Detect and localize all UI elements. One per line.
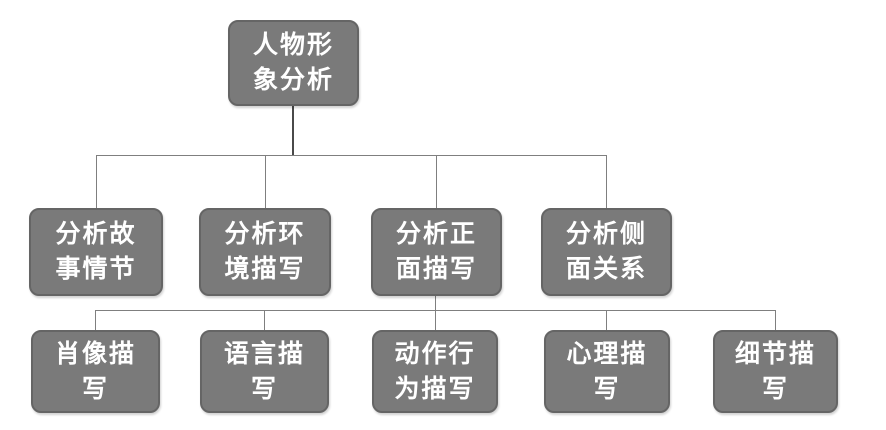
node-label-line: 面关系: [565, 255, 647, 283]
connector-level2-drop-2: [265, 155, 266, 208]
node-label-line: 分析侧: [565, 220, 647, 248]
node-label-line: 语言描: [223, 339, 305, 368]
node-label-line: 分析故: [55, 220, 137, 248]
node-label-line: 肖像描: [54, 339, 136, 368]
connector-level2-drop-4: [606, 155, 607, 208]
node-label-line: 写: [761, 374, 789, 403]
node-label-line: 心理描: [566, 339, 648, 368]
node-analyze-environment: 分析环 境描写: [199, 208, 331, 296]
node-label-line: 写: [81, 374, 109, 403]
node-label-line: 面描写: [395, 255, 477, 283]
node-portrait-description: 肖像描 写: [31, 330, 160, 413]
node-root: 人物形 象分析: [228, 20, 359, 106]
node-detail-description: 细节描 写: [713, 330, 838, 413]
node-label-line: 写: [250, 374, 278, 403]
node-analyze-indirect-relation: 分析侧 面关系: [541, 208, 672, 296]
node-analyze-plot: 分析故 事情节: [29, 208, 163, 296]
node-label-line: 为描写: [394, 374, 476, 403]
node-language-description: 语言描 写: [200, 330, 329, 413]
node-label-line: 分析环: [224, 220, 306, 248]
connector-level2-drop-3: [436, 155, 437, 208]
connector-level3-drop-4: [606, 310, 607, 330]
connector-level3-stem: [435, 296, 436, 330]
node-label-line: 境描写: [224, 255, 306, 283]
connector-level3-drop-1: [95, 310, 96, 330]
node-action-description: 动作行 为描写: [372, 330, 498, 413]
connector-level2-rail: [96, 155, 607, 156]
connector-level3-rail: [95, 310, 776, 311]
node-label-line: 事情节: [55, 255, 137, 283]
connector-level3-drop-2: [264, 310, 265, 330]
node-label-line: 分析正: [395, 220, 477, 248]
node-label-line: 写: [593, 374, 621, 403]
node-root-line1: 人物形: [252, 31, 334, 59]
node-root-line2: 象分析: [252, 66, 334, 94]
node-label-line: 细节描: [734, 339, 816, 368]
node-psychology-description: 心理描 写: [544, 330, 670, 413]
connector-level2-drop-1: [96, 155, 97, 208]
node-analyze-direct-description: 分析正 面描写: [371, 208, 502, 296]
connector-root-stem: [292, 106, 294, 156]
node-label-line: 动作行: [394, 339, 476, 368]
connector-level3-drop-5: [775, 310, 776, 330]
